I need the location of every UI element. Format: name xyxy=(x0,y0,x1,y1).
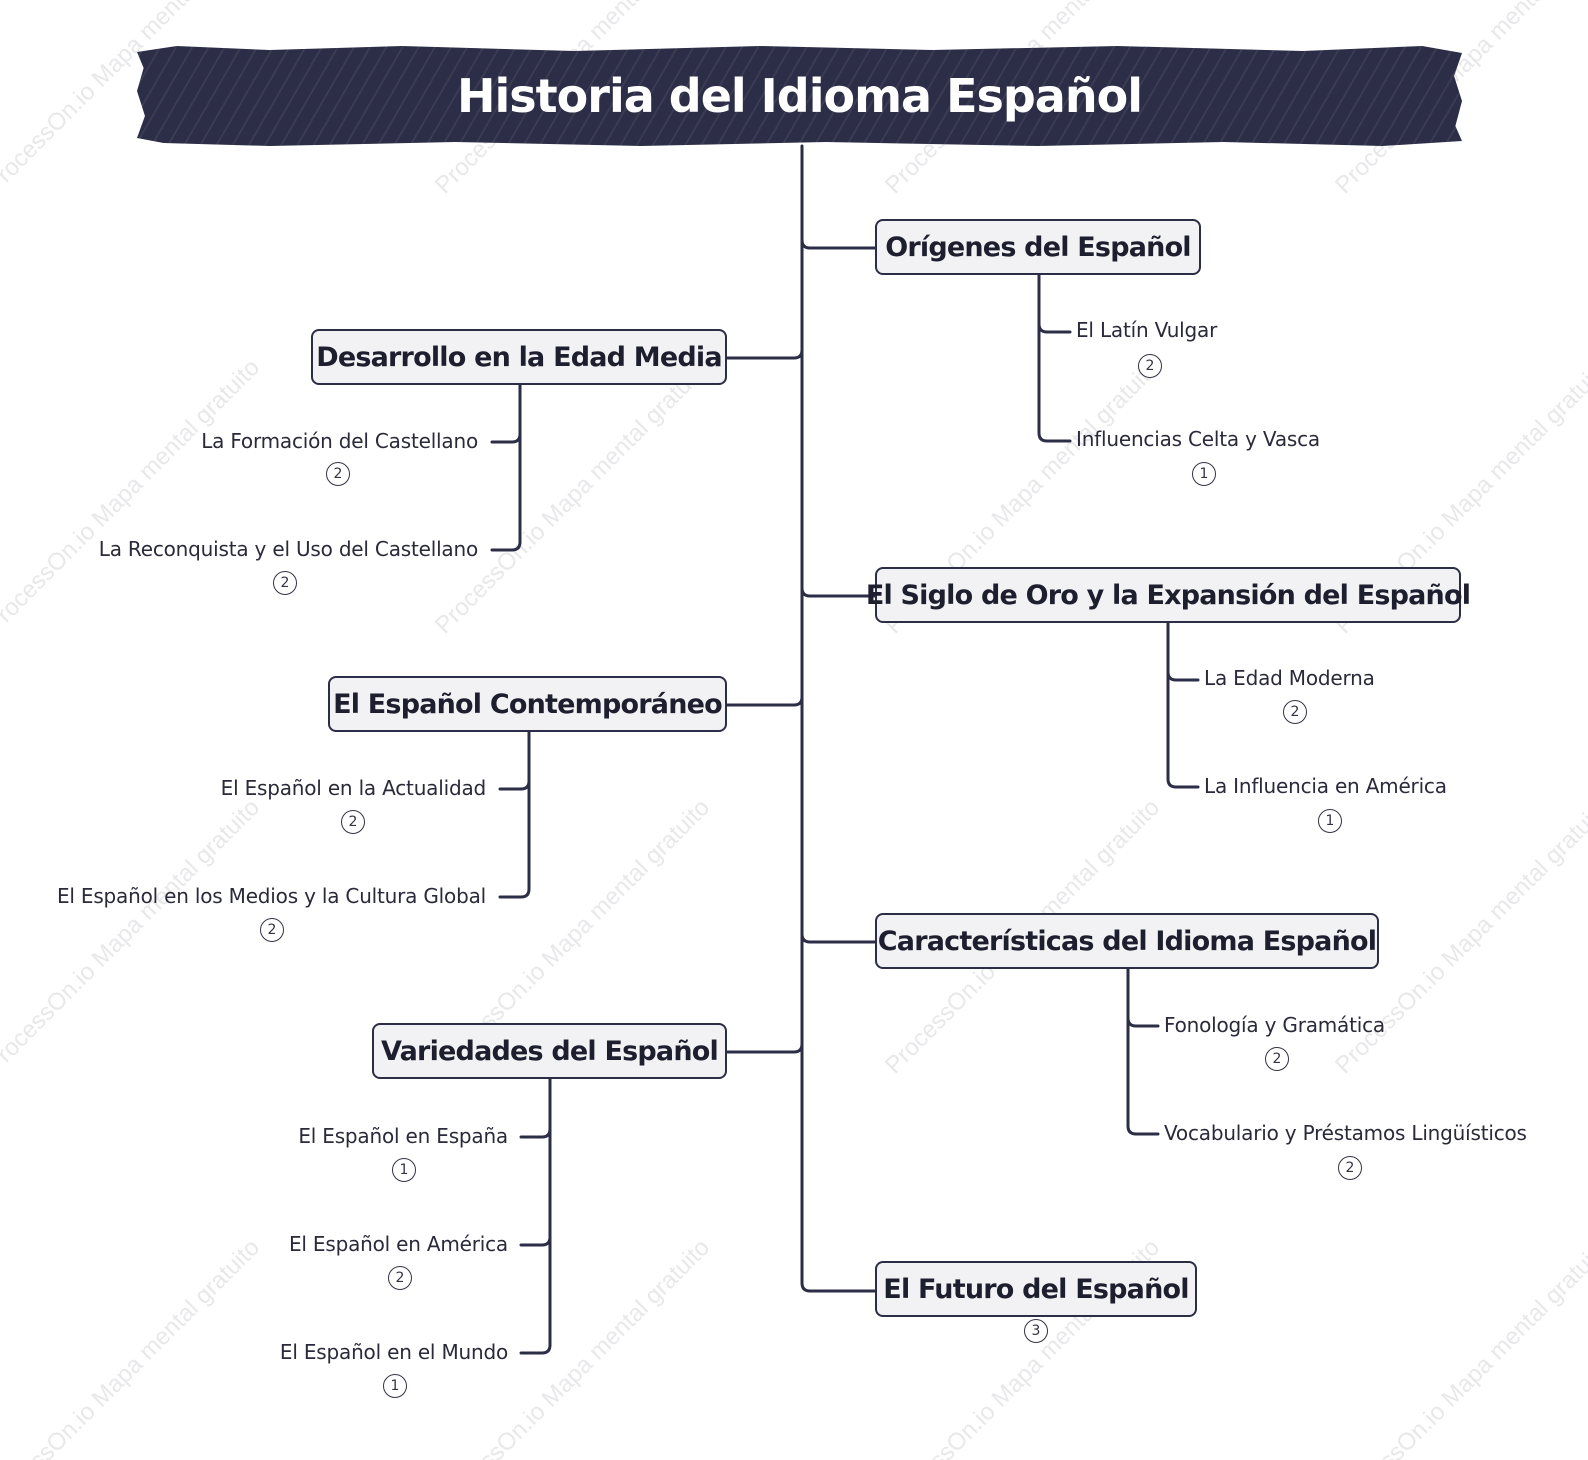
count-badge: 2 xyxy=(1338,1156,1362,1180)
count-badge: 2 xyxy=(1283,700,1307,724)
subtopic-formacion-castellano[interactable]: La Formación del Castellano xyxy=(201,429,478,453)
count-badge: 1 xyxy=(1318,809,1342,833)
subtopic-america[interactable]: El Español en América xyxy=(288,1232,508,1256)
branch-contemporaneo xyxy=(725,695,804,707)
sub-edad-media-leaf-0 xyxy=(490,432,522,444)
topic-origenes[interactable]: Orígenes del Español xyxy=(875,219,1201,275)
count-badge: 1 xyxy=(383,1374,407,1398)
count-badge: 2 xyxy=(341,810,365,834)
topic-label: Desarrollo en la Edad Media xyxy=(316,341,722,373)
root-title-banner[interactable]: Historia del Idioma Español xyxy=(137,46,1462,146)
count-badge: 2 xyxy=(260,918,284,942)
sub-contemporaneo-leaf-0 xyxy=(498,779,531,791)
topic-label: Orígenes del Español xyxy=(885,231,1191,263)
sub-edad-media-leaf-1 xyxy=(490,540,522,552)
subtopic-celta-vasca[interactable]: Influencias Celta y Vasca xyxy=(1076,427,1320,451)
count-badge: 1 xyxy=(1192,462,1216,486)
topic-futuro[interactable]: El Futuro del Español xyxy=(875,1261,1197,1317)
topic-siglo-de-oro[interactable]: El Siglo de Oro y la Expansión del Españ… xyxy=(866,567,1471,623)
count-badge: 2 xyxy=(388,1266,412,1290)
count-badge: 2 xyxy=(326,462,350,486)
topic-label: El Siglo de Oro y la Expansión del Españ… xyxy=(865,579,1471,611)
count-badge: 2 xyxy=(1138,354,1162,378)
sub-variedades-leaf-2 xyxy=(519,1343,552,1355)
count-badge: 2 xyxy=(273,571,297,595)
watermark-text: ProcessOn.io Mapa mental gratuito xyxy=(0,1233,266,1460)
branch-origenes xyxy=(800,238,877,250)
sub-siglo-leaf-0 xyxy=(1166,670,1200,682)
branch-siglo-de-oro xyxy=(800,586,877,598)
subtopic-reconquista[interactable]: La Reconquista y el Uso del Castellano xyxy=(98,537,478,561)
sub-origenes-leaf-0 xyxy=(1037,322,1072,334)
branch-edad-media xyxy=(725,348,804,360)
topic-label: El Español Contemporáneo xyxy=(333,688,723,720)
watermark-text: ProcessOn.io Mapa mental gratuito xyxy=(430,353,716,640)
topic-variedades[interactable]: Variedades del Español xyxy=(372,1023,727,1079)
subtopic-mundo[interactable]: El Español en el Mundo xyxy=(279,1340,508,1364)
watermark-text: ProcessOn.io Mapa mental gratuito xyxy=(0,353,266,640)
topic-label: El Futuro del Español xyxy=(883,1273,1189,1305)
sub-siglo-leaf-1 xyxy=(1166,777,1200,789)
watermark-text: ProcessOn.io Mapa mental gratuito xyxy=(1330,1233,1588,1460)
branch-futuro xyxy=(800,1281,877,1293)
count-badge: 3 xyxy=(1024,1319,1048,1343)
subtopic-fonologia[interactable]: Fonología y Gramática xyxy=(1164,1013,1385,1037)
topic-contemporaneo[interactable]: El Español Contemporáneo xyxy=(328,676,727,732)
subtopic-medios-cultura[interactable]: El Español en los Medios y la Cultura Gl… xyxy=(56,884,486,908)
sub-variedades-leaf-1 xyxy=(519,1235,552,1247)
subtopic-actualidad[interactable]: El Español en la Actualidad xyxy=(220,776,487,800)
subtopic-espana[interactable]: El Español en España xyxy=(298,1124,508,1148)
subtopic-latin-vulgar[interactable]: El Latín Vulgar xyxy=(1076,318,1218,342)
topic-label: Variedades del Español xyxy=(381,1035,719,1067)
branch-variedades xyxy=(725,1042,804,1054)
subtopic-influencia-america[interactable]: La Influencia en América xyxy=(1204,774,1447,798)
topic-caracteristicas[interactable]: Características del Idioma Español xyxy=(875,913,1379,969)
branch-caracteristicas xyxy=(800,932,877,944)
topic-edad-media[interactable]: Desarrollo en la Edad Media xyxy=(311,329,727,385)
sub-origenes-leaf-1 xyxy=(1037,431,1072,443)
subtopic-edad-moderna[interactable]: La Edad Moderna xyxy=(1204,666,1375,690)
count-badge: 1 xyxy=(392,1158,416,1182)
sub-caracteristicas-leaf-1 xyxy=(1126,1124,1160,1136)
sub-contemporaneo-leaf-1 xyxy=(498,887,531,899)
count-badge: 2 xyxy=(1265,1047,1289,1071)
sub-variedades-leaf-0 xyxy=(519,1127,552,1139)
root-title: Historia del Idioma Español xyxy=(457,69,1143,123)
subtopic-vocabulario[interactable]: Vocabulario y Préstamos Lingüísticos xyxy=(1164,1121,1527,1145)
sub-caracteristicas-leaf-0 xyxy=(1126,1016,1160,1028)
watermark-text: ProcessOn.io Mapa mental gratuito xyxy=(0,793,266,1080)
topic-label: Características del Idioma Español xyxy=(877,925,1377,957)
